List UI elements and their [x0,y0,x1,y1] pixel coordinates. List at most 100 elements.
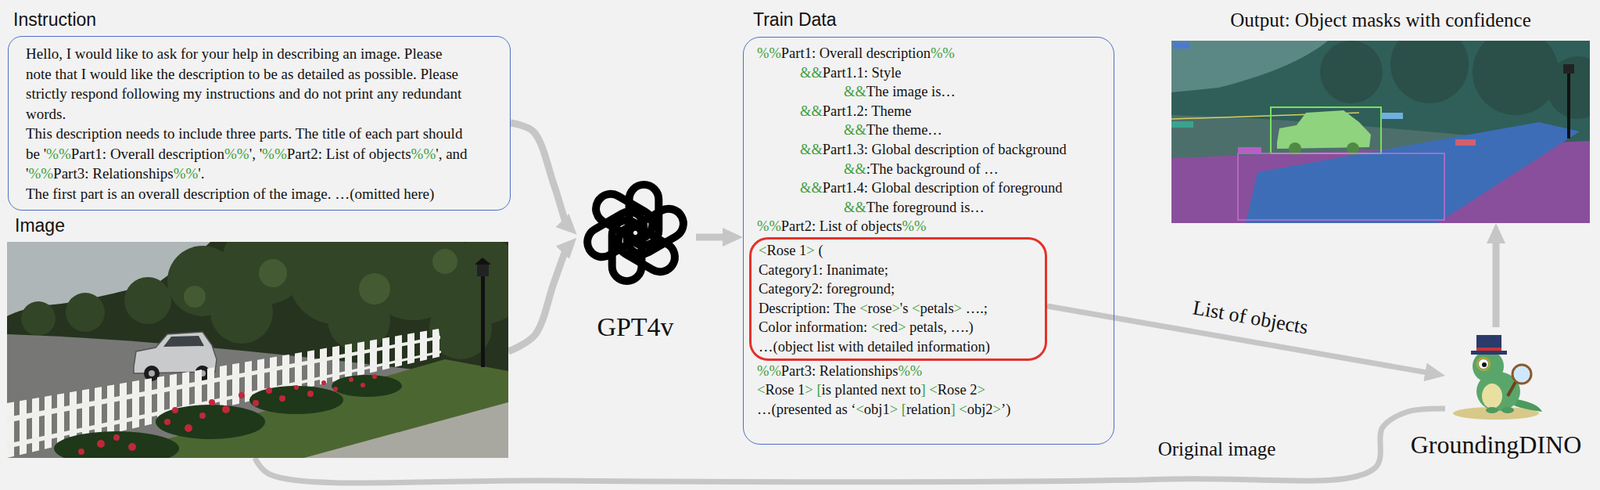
markup-token: > [889,401,898,417]
text-run: Part2: List of objects [286,145,412,162]
text-run: Part1: Overall description [71,145,225,162]
markup-token: %% [411,145,437,162]
output-heading: Output: Object masks with confidence [1230,8,1532,32]
train-data-line: &&The image is… [843,82,1108,102]
object-list-box: <Rose 1> (Category1: Inanimate;Category2… [749,236,1048,361]
lamp-lantern [1563,64,1575,74]
markup-token: ] [950,401,955,417]
text-run: 's [900,300,912,316]
markup-token: %% [902,218,927,234]
markup-token: && [843,83,867,100]
text-run: '. [197,165,205,182]
text-run: GroundingDINO [1410,430,1583,459]
text-run: Rose 2 [937,381,978,398]
segmentation-output [1171,40,1590,223]
text-run: Image [14,215,65,236]
text-run: The first part is an overall description… [25,185,435,202]
text-run: Original image [1158,437,1277,460]
mascot-tail [1513,398,1543,412]
text-run: The foreground is… [866,199,985,216]
markup-token: < [855,401,864,417]
score-tag [1237,147,1262,154]
markup-token: < [929,381,937,398]
lamp-pole [1567,71,1571,139]
text-run: Category2: foreground; [758,280,895,297]
instruction-text: This description needs to include three … [25,123,470,184]
text-run: GPT4v [596,312,674,341]
text-run: Part1.4: Global description of foregroun… [822,179,1063,196]
markup-token: %% [756,218,782,234]
text-run: The theme… [866,121,943,138]
score-tag [1173,42,1191,49]
markup-token: > [897,319,906,335]
text-run: …(presented as ‘ [756,401,856,417]
mascot-foot [1485,406,1499,413]
lamp-cap [474,257,492,265]
markup-token: %% [46,145,72,162]
model-name: GroundingDINO [1410,430,1583,458]
flow-arrow [695,233,729,241]
mascot-pupil [1481,362,1487,367]
markup-token: > [804,381,813,398]
markup-token: %% [173,165,199,182]
score-tag [1171,121,1194,128]
text-run: Hello, I would like to ask for your help… [25,45,462,122]
top-hat [1476,334,1502,352]
object-list-line: <Rose 1> ( [758,240,1039,261]
output-image: Output: Object masks with confidence [1171,40,1590,223]
text-run: ….; [961,300,988,316]
markup-token: %% [930,45,955,61]
lamp-post [474,257,492,367]
train-data-line: &&Part1.3: Global description of backgro… [800,139,1108,160]
flow-arrow [1492,236,1500,327]
markup-token: > [993,401,1001,417]
text-run: Color information: [758,319,872,335]
text-run: Train Data [753,9,837,30]
train-data-line: %%Part3: Relationships%% [756,361,1108,381]
markup-token: > [977,381,986,398]
fence-box [1237,153,1445,220]
hat-brim [1470,350,1507,355]
text-run: Part1.2: Theme [822,103,912,119]
masked-sky [1171,40,1328,93]
panel-heading: Instruction [13,9,97,30]
markup-token: [ [816,381,822,398]
text-run: Part1: Overall description [781,45,931,61]
train-data-line: &&The foreground is… [843,197,1108,218]
text-run [813,381,818,398]
text-run: red [878,319,898,335]
markup-token: %% [897,362,922,379]
text-run: Rose 1 [766,242,807,259]
markup-token: %% [28,165,54,182]
fence-rail [7,335,441,423]
car-hub [148,369,155,377]
score-tag [1381,112,1403,119]
mascot-belly [1481,383,1503,409]
markup-token: && [843,161,867,177]
text-run: petals, ….) [905,319,973,335]
groundingdino-model: GroundingDINO [1445,326,1547,421]
markup-token: && [800,141,823,158]
markup-token: ] [920,381,926,398]
markup-token: && [800,103,823,119]
train-data-box: Train Data%%Part1: Overall description%%… [742,36,1115,445]
instruction-text: Hello, I would like to ask for your help… [25,43,470,124]
text-run: rose [868,300,893,316]
magnifier-lens [1512,364,1532,384]
markup-token: < [911,300,920,316]
markup-token: < [756,381,765,398]
text-run: Rose 1 [764,381,805,398]
input-image: Image [7,241,509,458]
markup-token: && [800,64,823,81]
train-data-line: &&Part1.2: Theme [800,101,1108,122]
markup-token: < [859,300,868,316]
markup-token: > [891,300,900,316]
text-run: Part3: Relationships [781,362,899,379]
object-list-line: Description: The <rose>'s <petals> ….; [758,298,1039,319]
text-run: List of objects [1191,295,1310,338]
train-data-line: <Rose 1> [is planted next to] <Rose 2> [756,380,1108,400]
text-run: Part1.3: Global description of backgroun… [822,141,1067,158]
sidewalk [304,401,509,458]
text-run [897,401,902,417]
